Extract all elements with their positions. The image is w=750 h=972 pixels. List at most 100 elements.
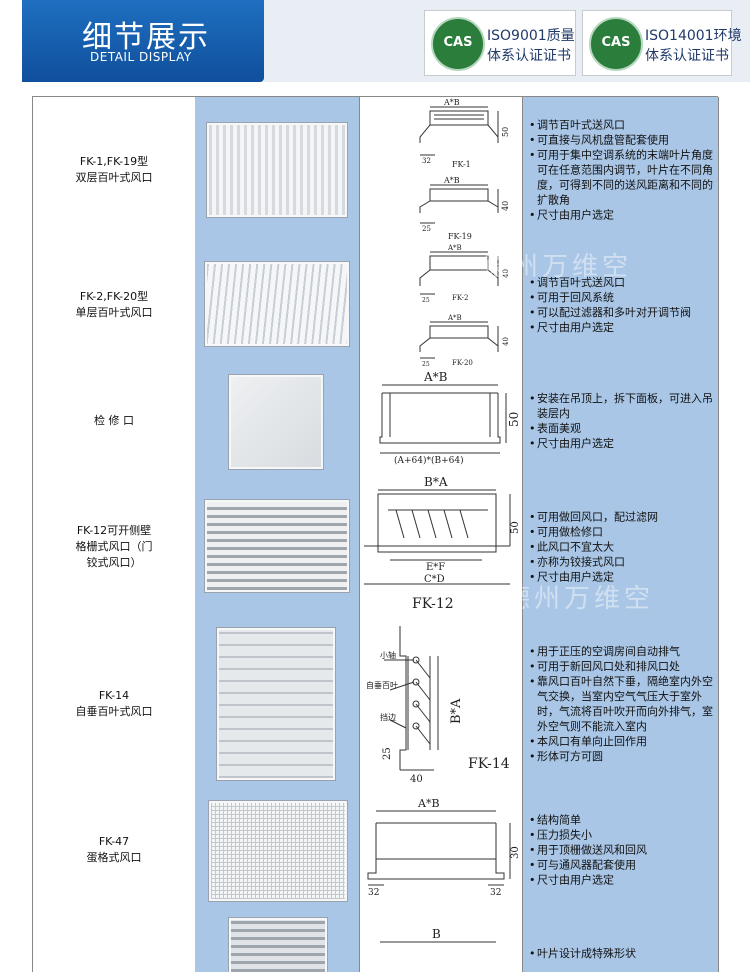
product-features: 调节百叶式送风口 可用于回风系统 可以配过滤器和多叶对开调节阀 尺寸由用户选定 xyxy=(529,275,714,335)
feature-item: 可用于新回风口处和排风口处 xyxy=(529,659,714,674)
feature-item: 调节百叶式送风口 xyxy=(529,117,714,132)
cert-line1: ISO14001环境 xyxy=(645,28,742,44)
product-table: FK-1,FK-19型 双层百叶式风口 A*B xyxy=(32,96,719,972)
dim-label: 40 xyxy=(502,337,510,346)
dim-label: 30 xyxy=(510,846,521,859)
dim-label: C*D xyxy=(424,574,445,585)
feature-item: 尺寸由用户选定 xyxy=(529,570,714,585)
dim-label: 25 xyxy=(382,747,393,760)
dim-label: 32 xyxy=(368,888,379,898)
feature-item: 结构简单 xyxy=(529,812,714,827)
feature-item: 本风口有单向止回作用 xyxy=(529,734,714,749)
cert-iso9001: CAS ISO9001质量 体系认证证书 xyxy=(424,10,576,76)
header: 细节展示 DETAIL DISPLAY CAS ISO9001质量 体系认证证书… xyxy=(0,0,750,92)
product-name: FK-1,FK-19型 双层百叶式风口 xyxy=(75,154,153,184)
feature-item: 安装在吊顶上，拆下面板，可进入吊装层内 xyxy=(529,391,714,421)
dim-label: 50 xyxy=(501,127,510,137)
dim-label: 25 xyxy=(422,361,430,367)
table-row: FK-1,FK-19型 双层百叶式风口 A*B xyxy=(32,97,719,243)
cert-line1: ISO9001质量 xyxy=(487,28,575,44)
product-photo xyxy=(195,367,360,474)
table-row: FK-12可开侧壁 格栅式风口（门 铰式风口） B*A xyxy=(32,474,719,621)
technical-drawing: A*B 50 (A+64)*(B+64) xyxy=(360,367,523,474)
feature-item: 表面美观 xyxy=(529,421,714,436)
table-row: FK-14 自垂百叶式风口 xyxy=(32,620,719,788)
dim-label: B*A xyxy=(424,475,448,489)
section-subtitle: DETAIL DISPLAY xyxy=(90,50,192,64)
model-label: FK-1 xyxy=(452,160,471,169)
product-name: 检 修 口 xyxy=(94,413,134,427)
watermark-text: 德州万维空 xyxy=(504,584,655,614)
dim-label: A*B xyxy=(423,370,448,384)
product-photo xyxy=(195,620,360,787)
callout-label: 自垂百叶 xyxy=(366,680,398,690)
product-photo xyxy=(195,787,360,912)
callout-label: 小轴 xyxy=(380,650,396,660)
feature-item: 亦称为铰接式风口 xyxy=(529,555,714,570)
dim-label: A*B xyxy=(443,98,460,107)
table-row: FK-2,FK-20型 单层百叶式风口 A*B 40 xyxy=(32,242,719,368)
product-features: 安装在吊顶上，拆下面板，可进入吊装层内 表面美观 尺寸由用户选定 xyxy=(529,391,714,451)
product-photo xyxy=(195,242,360,367)
technical-drawing: B*A 50 E*F C*D FK-12 xyxy=(360,474,523,620)
technical-drawing: A*B 40 25 FK-2 A*B 40 25 FK-20 xyxy=(360,242,523,367)
table-row: B 叶片设计成特殊形状 xyxy=(32,912,719,972)
feature-item: 叶片设计成特殊形状 xyxy=(529,946,714,961)
cert-line2: 体系认证证书 xyxy=(645,48,729,64)
dim-label: A*B xyxy=(443,176,460,185)
dim-label: 25 xyxy=(422,297,430,304)
dim-label: A*B xyxy=(447,244,462,252)
technical-drawing: 小轴 自垂百叶 挡边 B*A 25 40 FK-14 xyxy=(360,620,523,787)
product-features: 可用做回风口，配过滤网 可用做检修口 此风口不宜太大 亦称为铰接式风口 尺寸由用… xyxy=(529,510,714,585)
feature-item: 尺寸由用户选定 xyxy=(529,207,714,222)
product-name: FK-14 自垂百叶式风口 xyxy=(75,688,153,718)
product-features: 用于正压的空调房间自动排气 可用于新回风口处和排风口处 靠风口百叶自然下垂，隔绝… xyxy=(529,644,714,764)
product-features: 调节百叶式送风口 可直接与风机盘管配套使用 可用于集中空调系统的末端叶片角度可在… xyxy=(529,117,714,222)
dim-label: 40 xyxy=(502,269,510,278)
dim-label: (A+64)*(B+64) xyxy=(394,455,464,466)
dim-label: 25 xyxy=(422,225,431,233)
product-name: FK-12可开侧壁 格栅式风口（门 铰式风口） xyxy=(75,524,153,569)
product-photo xyxy=(195,912,360,972)
product-features: 结构简单 压力损失小 用于顶栅做送风和回风 可与通风器配套使用 尺寸由用户选定 xyxy=(529,812,714,887)
cas-logo-icon: CAS xyxy=(589,17,643,71)
feature-item: 形体可方可圆 xyxy=(529,749,714,764)
table-row: FK-47 蛋格式风口 A*B 30 32 32 xyxy=(32,787,719,913)
dim-label: 40 xyxy=(410,774,423,785)
feature-item: 可用于集中空调系统的末端叶片角度可在任意范围内调节，叶片在不同角度，可得到不同的… xyxy=(529,147,714,207)
section-banner: 细节展示 DETAIL DISPLAY xyxy=(22,0,264,82)
dim-label: B*A xyxy=(449,698,464,724)
cas-logo-icon: CAS xyxy=(431,17,485,71)
dim-label: E*F xyxy=(426,562,445,573)
feature-item: 可与通风器配套使用 xyxy=(529,857,714,872)
technical-drawing: B xyxy=(360,912,523,972)
feature-item: 用于顶栅做送风和回风 xyxy=(529,842,714,857)
dim-label: 50 xyxy=(510,521,521,534)
feature-item: 尺寸由用户选定 xyxy=(529,436,714,451)
product-name: FK-2,FK-20型 单层百叶式风口 xyxy=(75,289,153,319)
model-label: FK-19 xyxy=(448,232,472,241)
feature-item: 压力损失小 xyxy=(529,827,714,842)
feature-item: 靠风口百叶自然下垂，隔绝室内外空气交换，当室内空气气压大于室外时，气流将百叶吹开… xyxy=(529,674,714,734)
technical-drawing: A*B 30 32 32 xyxy=(360,787,523,912)
feature-item: 尺寸由用户选定 xyxy=(529,872,714,887)
dim-label: A*B xyxy=(417,797,440,810)
feature-item: 可以配过滤器和多叶对开调节阀 xyxy=(529,305,714,320)
feature-item: 用于正压的空调房间自动排气 xyxy=(529,644,714,659)
section-title: 细节展示 xyxy=(82,20,210,55)
table-row: 检 修 口 A*B 50 (A+64)*(B+64) 安装在吊顶上，拆下面板，可 xyxy=(32,367,719,475)
product-features: 叶片设计成特殊形状 xyxy=(529,946,714,961)
technical-drawing: A*B 50 32 FK-1 A*B 40 25 FK-19 xyxy=(360,97,523,242)
feature-item: 此风口不宜太大 xyxy=(529,540,714,555)
feature-item: 可直接与风机盘管配套使用 xyxy=(529,132,714,147)
feature-item: 可用做检修口 xyxy=(529,525,714,540)
model-label: FK-2 xyxy=(452,294,468,302)
feature-item: 可用做回风口，配过滤网 xyxy=(529,510,714,525)
dim-label: A*B xyxy=(447,314,462,322)
dim-label: B xyxy=(432,927,441,941)
callout-label: 挡边 xyxy=(380,712,396,722)
model-label: FK-20 xyxy=(452,359,473,367)
dim-label: 32 xyxy=(490,888,501,898)
feature-item: 尺寸由用户选定 xyxy=(529,320,714,335)
watermark-text: 德州万维空 xyxy=(482,252,633,282)
